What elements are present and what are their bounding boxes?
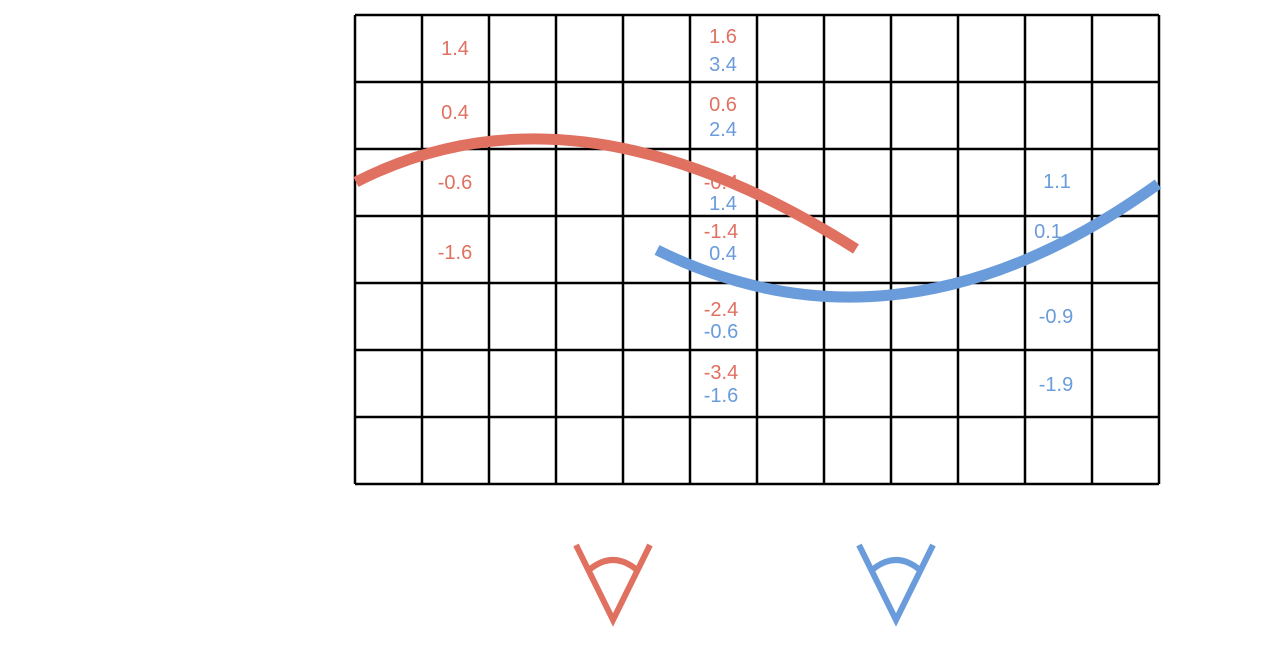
value-label-b-c5-4: 0.4 xyxy=(709,243,737,265)
curves xyxy=(353,133,1162,303)
value-label-b-c5-1: 3.4 xyxy=(709,54,737,76)
value-label-r-c5-3: -0.4 xyxy=(704,172,738,194)
value-label-b-c5-2: 2.4 xyxy=(709,119,737,141)
eye-icons xyxy=(573,543,936,627)
value-label-r-c1-1: 1.4 xyxy=(441,38,469,60)
value-label-r-c1-3: -0.6 xyxy=(438,172,472,194)
value-label-r-c1-4: -1.6 xyxy=(438,242,472,264)
value-label-b-c10-1: 1.1 xyxy=(1043,171,1071,193)
value-label-r-c1-2: 0.4 xyxy=(441,102,469,124)
value-label-r-c5-6: -3.4 xyxy=(704,362,738,384)
value-label-b-c10-2: 0.1 xyxy=(1034,221,1062,243)
red-eye-icon xyxy=(573,543,653,627)
value-label-r-c5-1: 1.6 xyxy=(709,26,737,48)
value-label-b-c10-4: -1.9 xyxy=(1039,374,1073,396)
blue-eye-icon xyxy=(856,543,936,627)
blue-curve xyxy=(654,179,1162,303)
value-label-b-c10-3: -0.9 xyxy=(1039,306,1073,328)
value-label-b-c5-3: 1.4 xyxy=(709,193,737,215)
value-label-r-c5-2: 0.6 xyxy=(709,94,737,116)
red-curve xyxy=(353,133,859,254)
value-labels: 1.40.4-0.6-1.61.63.40.62.4-0.41.4-1.40.4… xyxy=(438,26,1073,407)
value-label-b-c5-5: -0.6 xyxy=(704,321,738,343)
value-label-b-c5-6: -1.6 xyxy=(704,385,738,407)
value-label-r-c5-5: -2.4 xyxy=(704,299,738,321)
value-label-r-c5-4: -1.4 xyxy=(704,221,738,243)
